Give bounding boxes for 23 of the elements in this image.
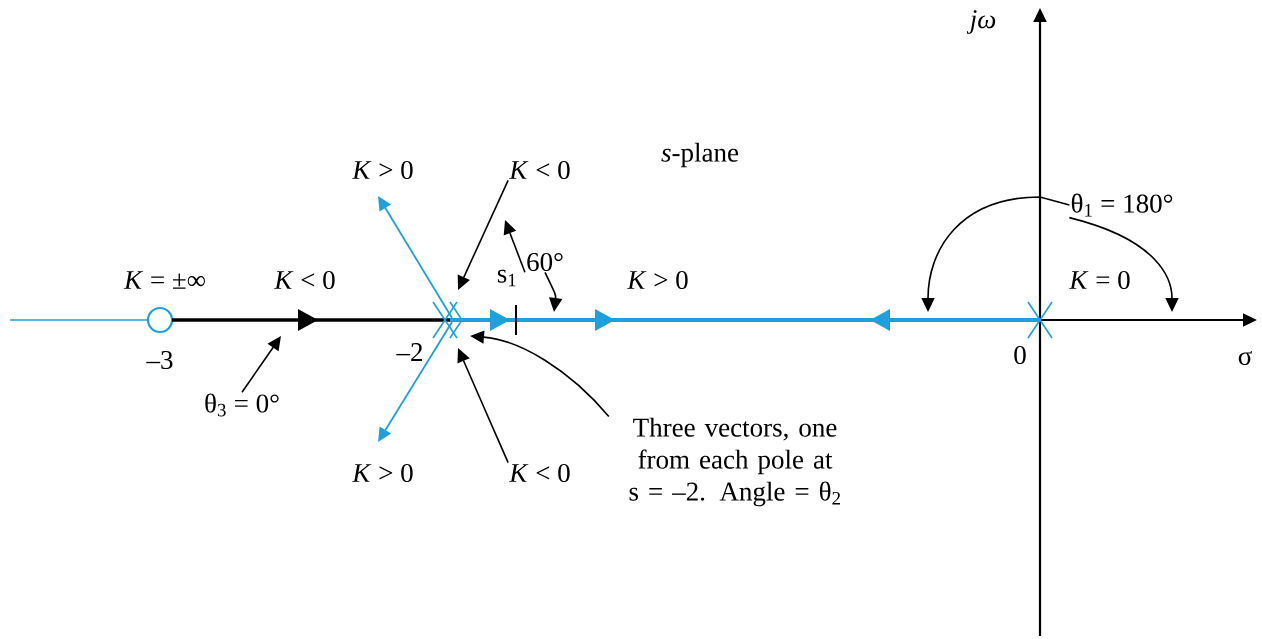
leader-arrow — [241, 336, 281, 394]
tick-label: –2 — [396, 343, 422, 361]
leader-arrow — [503, 220, 526, 274]
tick-label: 0 — [1014, 345, 1026, 365]
leader-arrow — [457, 179, 509, 290]
gain-label: K < 0 — [509, 463, 570, 483]
axis-label: σ — [1238, 350, 1252, 366]
gain-label: K > 0 — [352, 463, 413, 483]
angle-label: θ$_{3}$ = 0° — [205, 393, 279, 417]
angle-label: θ$_{1}$ = 180° — [1071, 193, 1173, 217]
gain-label: K < 0 — [274, 270, 335, 290]
gain-label: K > 0 — [352, 160, 413, 180]
gain-label: K = ±∞ — [123, 271, 205, 289]
axis-label: jω — [966, 10, 996, 34]
gain-label: K > 0 — [627, 270, 688, 290]
point-label: s$_{1}$ — [497, 269, 516, 287]
leader-arrow — [457, 348, 509, 464]
annotation-text: Three vectors, one from each pole at s = –2. Angle = θ$_{2}$ — [629, 417, 840, 507]
plane-label: s-plane — [661, 142, 739, 168]
gain-label: K = 0 — [1069, 270, 1130, 290]
angle-label: 60° — [527, 252, 563, 272]
tick-label: –3 — [146, 350, 173, 370]
gain-label: K < 0 — [509, 160, 570, 180]
